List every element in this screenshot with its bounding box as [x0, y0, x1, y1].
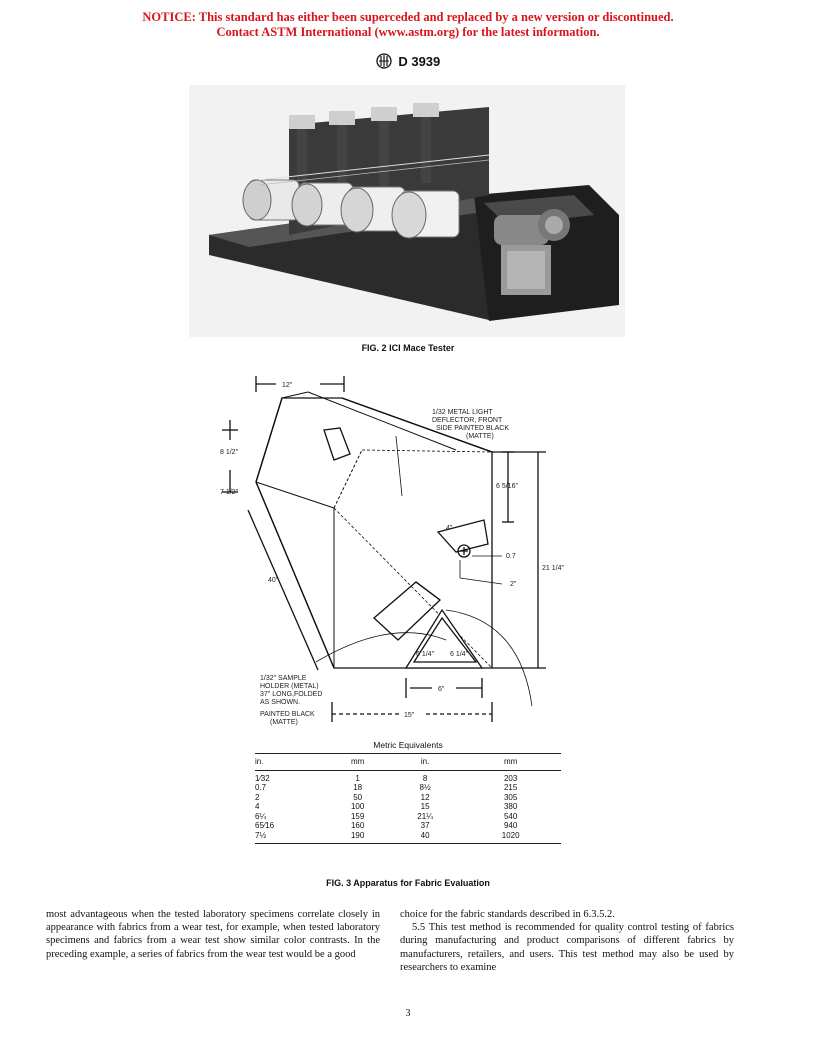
designation-number: D 3939 — [398, 53, 441, 69]
diagram-label-6-1-4-a: 6 1/4" — [416, 651, 435, 658]
table-cell: 540 — [503, 811, 518, 821]
table-cell: 940 — [503, 821, 518, 830]
diagram-label-12in: 12" — [282, 382, 293, 389]
figure-3-caption: FIG. 3 Apparatus for Fabric Evaluation — [326, 878, 490, 888]
table-cell: 21¼ — [417, 811, 433, 821]
table-cell: 215 — [503, 783, 518, 792]
table-cell: 8 — [422, 773, 428, 783]
body-paragraph-left: most advantageous when the tested labora… — [46, 909, 380, 960]
diagram-label-6-5-16: 6 5/16" — [496, 483, 518, 490]
diagram-label-7-1-2: 7 1/2" — [220, 489, 239, 496]
table-cell: 18 — [353, 783, 363, 792]
table-row: 6¼ 159 21¼ 540 — [255, 812, 561, 822]
notice-banner: NOTICE: This standard has either been su… — [0, 10, 816, 40]
table-cell: 15 — [420, 802, 430, 811]
deflector-note-line-2: DEFLECTOR, FRONT — [432, 417, 503, 424]
table-cell: 8½ — [419, 783, 431, 792]
holder-note-line-1: 1/32" SAMPLE — [260, 675, 307, 682]
body-column-left: most advantageous when the tested labora… — [46, 908, 380, 961]
table-cell: 203 — [503, 773, 518, 783]
metric-equivalents-title: Metric Equivalents — [373, 740, 443, 750]
holder-note-line-3: 37" LONG,FOLDED — [260, 691, 322, 698]
holder-note-line-5: PAINTED BLACK — [260, 711, 315, 718]
holder-note-line-2: HOLDER (METAL) — [260, 683, 319, 690]
page-number: 3 — [405, 1008, 411, 1019]
diagram-label-40in: 40" — [268, 577, 279, 584]
metric-header-mm-2: mm — [460, 753, 561, 771]
metric-header-in-1: in. — [255, 753, 326, 771]
table-cell: 380 — [503, 802, 518, 811]
body-column-right: choice for the fabric standards describe… — [400, 908, 734, 974]
table-row: 2 50 12 305 — [255, 793, 561, 803]
table-cell: 7½ — [255, 830, 267, 840]
table-cell: 6¼ — [255, 811, 267, 821]
table-cell: 160 — [350, 821, 365, 830]
table-cell: 1020 — [501, 830, 520, 840]
metric-header-mm-1: mm — [325, 753, 390, 771]
body-paragraph-section-5-5: 5.5 This test method is recommended for … — [400, 922, 734, 973]
body-paragraph-right-continued: choice for the fabric standards describe… — [400, 909, 615, 920]
table-cell: 12 — [420, 792, 430, 802]
diagram-label-2in: 2" — [510, 581, 517, 588]
deflector-note-line-1: 1/32 METAL LIGHT — [432, 409, 493, 416]
deflector-note-line-3: SIDE PAINTED BLACK — [436, 425, 509, 432]
diagram-label-6-1-4-b: 6 1/4" — [450, 651, 469, 658]
table-cell: 2 — [255, 792, 260, 802]
diagram-label-4in: 4" — [446, 525, 453, 532]
metric-header-in-2: in. — [389, 753, 461, 771]
table-cell: 0.7 — [255, 783, 267, 792]
table-row: 4 100 15 380 — [255, 802, 561, 812]
deflector-note-line-4: (MATTE) — [466, 433, 494, 440]
diagram-label-15in: 15" — [404, 712, 415, 719]
table-cell: 159 — [350, 811, 365, 821]
astm-logo-icon — [376, 53, 392, 72]
diagram-label-8-1-2: 8 1/2" — [220, 449, 239, 456]
diagram-label-0-7: 0.7 — [506, 553, 516, 560]
table-row: 0.7 18 8½ 215 — [255, 783, 561, 793]
table-cell: 37 — [420, 821, 430, 830]
table-row: 1⁄32 1 8 203 — [255, 770, 561, 783]
figure-2-caption: FIG. 2 ICI Mace Tester — [361, 343, 455, 353]
metric-table-header-row: in. mm in. mm — [255, 753, 561, 771]
diagram-label-6in: 6" — [438, 686, 445, 693]
table-cell: 50 — [353, 792, 363, 802]
standard-designation: D 3939 — [0, 53, 816, 72]
notice-line-1: NOTICE: This standard has either been su… — [142, 10, 674, 24]
table-cell: 100 — [350, 802, 365, 811]
notice-line-2: Contact ASTM International (www.astm.org… — [216, 25, 600, 39]
table-cell: 40 — [420, 830, 430, 840]
table-row: 7½ 190 40 1020 — [255, 831, 561, 844]
table-row: 65⁄16 160 37 940 — [255, 821, 561, 831]
table-cell: 190 — [350, 830, 365, 840]
holder-note-line-6: (MATTE) — [270, 719, 298, 726]
ici-mace-tester-photo — [189, 85, 625, 337]
fabric-evaluation-apparatus-diagram: 12" 8 1/2" 7 1/2" 40" 1/32 METAL LIGHT D… — [220, 370, 580, 732]
table-cell: 65⁄16 — [255, 821, 275, 830]
diagram-label-21-1-4: 21 1/4" — [542, 565, 564, 572]
metric-equivalents-table: in. mm in. mm 1⁄32 1 8 203 0.7 18 8½ 215… — [255, 753, 561, 844]
table-cell: 305 — [503, 792, 518, 802]
holder-note-line-4: AS SHOWN. — [260, 699, 300, 706]
table-cell: 1 — [355, 773, 360, 783]
table-cell: 4 — [255, 802, 260, 811]
table-cell: 1⁄32 — [255, 773, 270, 783]
